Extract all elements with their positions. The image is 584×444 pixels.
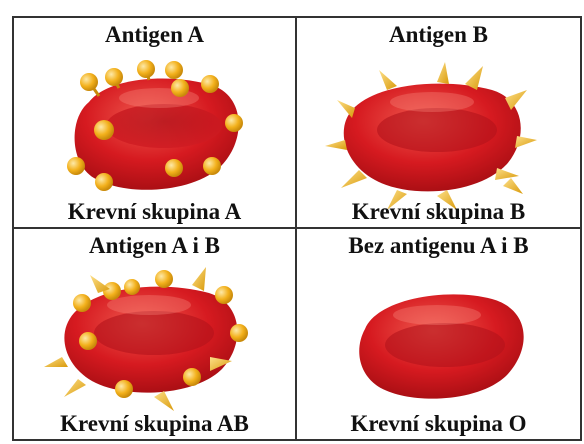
red-blood-cell-o-illustration [297, 229, 580, 434]
cell-caption: Krevní skupina A [14, 199, 295, 225]
red-blood-cell [344, 84, 521, 192]
blood-type-grid: Antigen A [12, 16, 582, 441]
cell-blood-type-a: Antigen A [14, 18, 297, 229]
cell-caption: Krevní skupina B [297, 199, 580, 225]
red-blood-cell-ab-illustration [14, 229, 297, 434]
cell-blood-type-ab: Antigen A i B [14, 229, 297, 440]
cell-caption: Krevní skupina AB [14, 411, 295, 437]
cell-caption: Krevní skupina O [297, 411, 580, 437]
red-blood-cell [359, 294, 523, 398]
cell-blood-type-b: Antigen B [297, 18, 580, 229]
cell-blood-type-o: Bez antigenu A i B Krevní skupina O [297, 229, 580, 440]
red-blood-cell-a-illustration [14, 18, 297, 229]
red-blood-cell-b-illustration [297, 18, 580, 229]
